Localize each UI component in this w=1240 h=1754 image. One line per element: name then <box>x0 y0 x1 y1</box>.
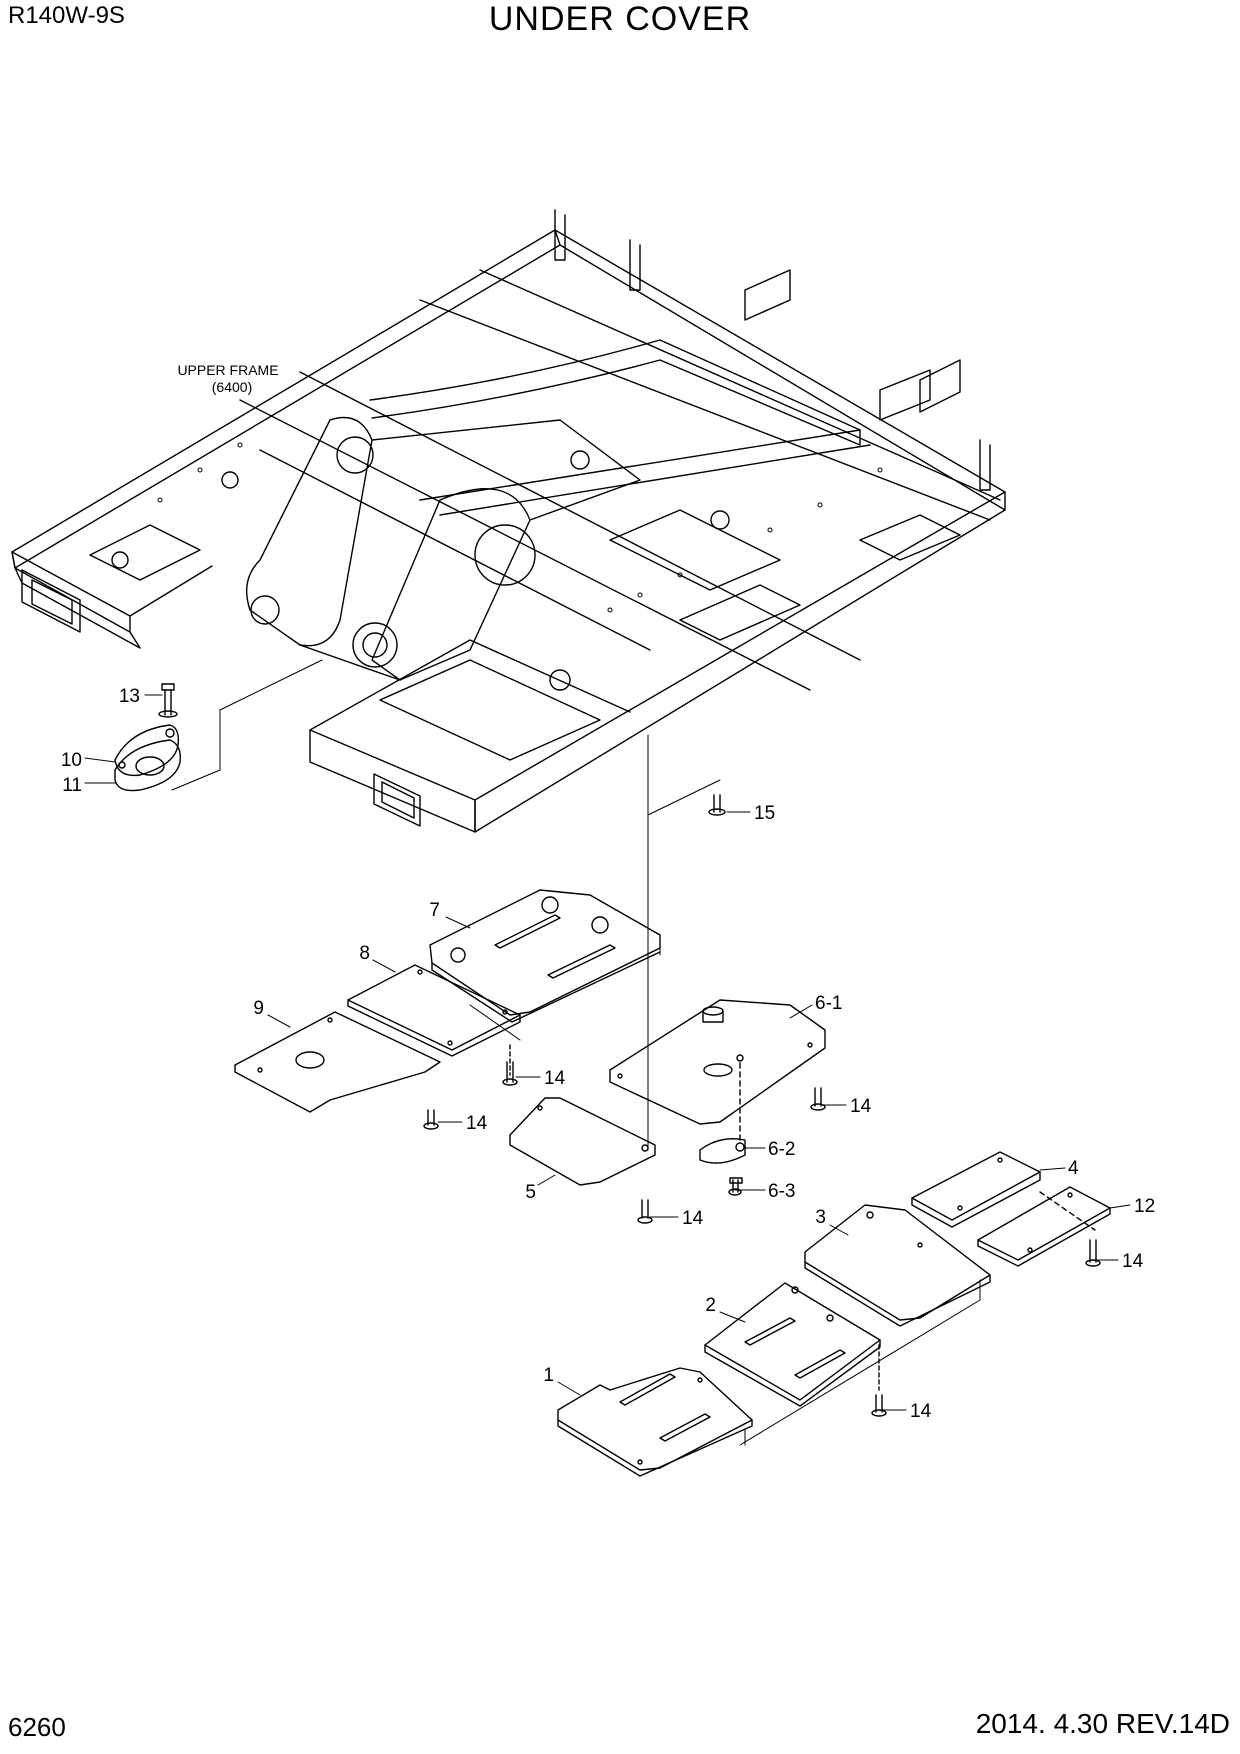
reference-label-line2: (6400) <box>212 379 252 395</box>
callout-6-2: 6-2 <box>768 1139 795 1160</box>
callout-9: 9 <box>253 998 264 1019</box>
plate-2 <box>704 1282 881 1407</box>
callout-3: 3 <box>815 1207 826 1228</box>
callout-leaders <box>84 694 1131 1411</box>
callout-14-d: 14 <box>850 1096 872 1117</box>
revision-date: 2014. 4.30 REV.14D <box>975 1708 1230 1739</box>
callout-numbers: 13 10 11 15 7 8 9 14 14 5 14 14 6-1 6-2 … <box>61 686 1155 1422</box>
upper-frame <box>11 209 1006 833</box>
page-title: UNDER COVER <box>488 0 752 38</box>
callout-1: 1 <box>543 1365 554 1386</box>
callout-15: 15 <box>754 803 775 824</box>
reference-label-line1: UPPER FRAME <box>177 362 278 378</box>
plate-7 <box>429 889 661 1023</box>
callout-14-a: 14 <box>544 1068 566 1089</box>
bolts-14 <box>423 1044 1101 1417</box>
callout-7: 7 <box>429 900 440 921</box>
bolt-15 <box>708 794 726 816</box>
page-number: 6260 <box>8 1712 66 1742</box>
callout-6-1: 6-1 <box>815 993 842 1014</box>
callout-14-c: 14 <box>682 1208 704 1229</box>
plate-4 <box>911 1151 1041 1228</box>
callout-10: 10 <box>61 750 82 771</box>
plate-1 <box>557 1367 753 1477</box>
callout-2: 2 <box>705 1295 716 1316</box>
washer-group <box>114 683 181 792</box>
callout-8: 8 <box>359 943 370 964</box>
plate-3 <box>804 1204 991 1327</box>
callout-5: 5 <box>525 1182 536 1203</box>
plate-5 <box>509 1097 656 1186</box>
callout-14-f: 14 <box>910 1401 932 1422</box>
plate-8 <box>347 964 521 1057</box>
plate-6-2 <box>699 1062 746 1196</box>
callout-11: 11 <box>62 775 82 796</box>
callout-6-3: 6-3 <box>768 1181 795 1202</box>
callout-14-b: 14 <box>466 1113 488 1134</box>
plate-9 <box>234 1011 441 1113</box>
model-number: R140W-9S <box>8 2 125 29</box>
plate-6-1 <box>609 999 826 1125</box>
callout-14-e: 14 <box>1122 1251 1144 1272</box>
callout-4: 4 <box>1068 1158 1079 1179</box>
callout-13: 13 <box>119 686 140 707</box>
callout-12: 12 <box>1134 1196 1155 1217</box>
